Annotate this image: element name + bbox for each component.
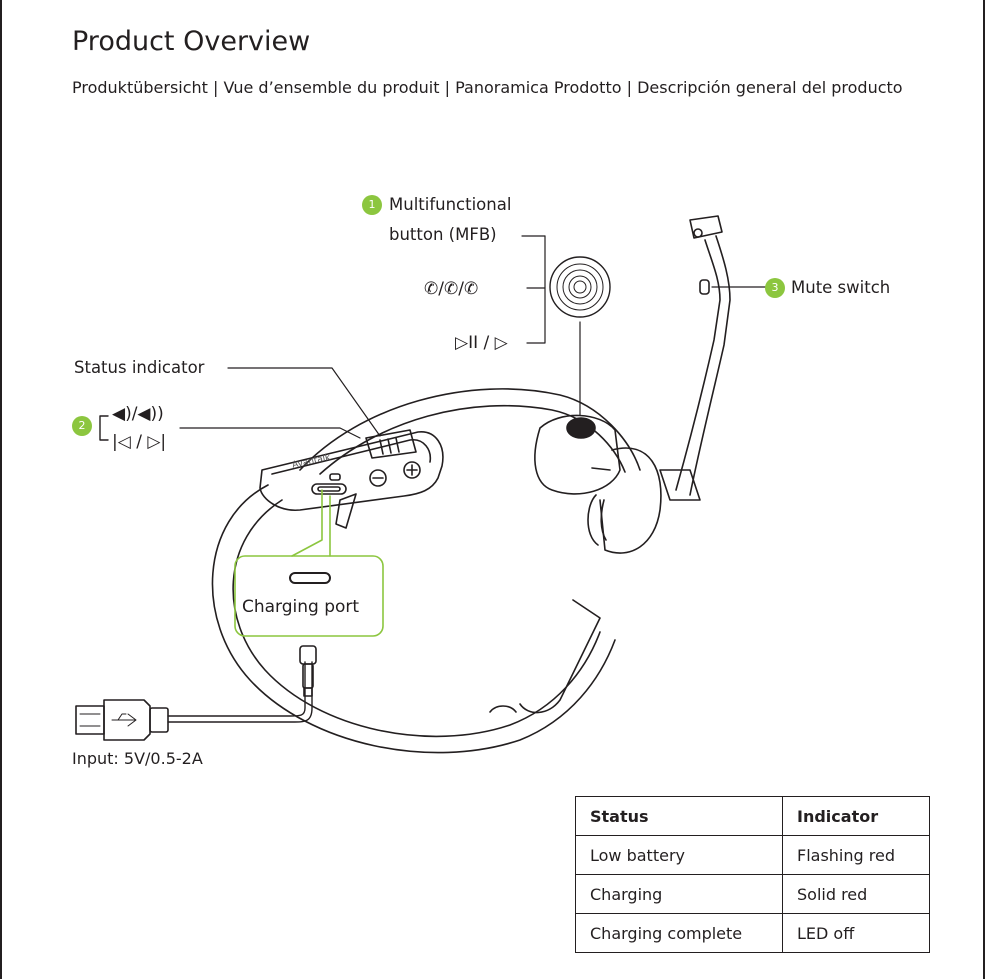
- table-header-row: Status Indicator: [575, 796, 930, 836]
- volume-bracket: [99, 415, 109, 441]
- table-header-status: Status: [575, 796, 783, 836]
- status-leader: [227, 367, 381, 437]
- usb-c-plug: [299, 645, 317, 665]
- ear-cushion: [599, 447, 662, 554]
- callout-number-3: 3: [765, 278, 785, 298]
- neckband-inner: [232, 499, 601, 738]
- mfb-label-line2: button (MFB): [389, 225, 497, 244]
- usb-a-plug: [103, 699, 151, 741]
- table-cell-status: Charging: [575, 874, 783, 914]
- status-indicator-label: Status indicator: [74, 358, 205, 377]
- pod-usb-c-port: [311, 483, 347, 495]
- table-row: Charging Solid red: [575, 874, 930, 914]
- table-cell-indicator: Flashing red: [782, 835, 930, 875]
- table-cell-status: Charging complete: [575, 913, 783, 953]
- table-row: Low battery Flashing red: [575, 835, 930, 875]
- table-cell-indicator: LED off: [782, 913, 930, 953]
- table-row: Charging complete LED off: [575, 913, 930, 953]
- mfb-button-on-housing: [566, 417, 596, 439]
- charging-port-label: Charging port: [242, 597, 360, 617]
- ear-speaker-housing: [534, 414, 621, 495]
- status-indicator-window: [365, 429, 417, 459]
- volume-icons: ◀)/◀)): [112, 404, 164, 424]
- page-title: Product Overview: [72, 26, 311, 57]
- control-pod: [259, 431, 444, 511]
- page-subtitle: Produktübersicht | Vue d’ensemble du pro…: [72, 78, 903, 97]
- usb-cable: [167, 661, 306, 717]
- mfb-button-detail: [549, 256, 611, 318]
- play-pause-icons: ▷II / ▷: [455, 333, 508, 353]
- mute-switch-label: Mute switch: [791, 278, 891, 297]
- mic-boom: [675, 239, 721, 491]
- neckband: [211, 484, 616, 754]
- mute-switch: [699, 279, 710, 295]
- volume-leader: [179, 427, 361, 439]
- track-skip-icons: |◁ / ▷|: [112, 432, 167, 452]
- charging-port-box: [234, 555, 384, 637]
- mfb-leader: [526, 235, 546, 344]
- table-header-indicator: Indicator: [782, 796, 930, 836]
- volume-up-button: [403, 461, 421, 479]
- charging-callout-leader: [291, 489, 331, 557]
- table-cell-status: Low battery: [575, 835, 783, 875]
- mfb-label-line1: Multifunctional: [389, 195, 512, 214]
- call-control-icons: ✆/✆/✆: [424, 279, 479, 299]
- headband-inner: [319, 404, 626, 475]
- callout-number-1: 1: [362, 195, 382, 215]
- callout-number-2: 2: [72, 416, 92, 436]
- control-pod-top: [271, 439, 432, 475]
- status-indicator-table: Status Indicator Low battery Flashing re…: [575, 796, 930, 953]
- table-cell-indicator: Solid red: [782, 874, 930, 914]
- headband: [299, 388, 641, 471]
- input-spec-label: Input: 5V/0.5-2A: [72, 749, 203, 768]
- volume-down-button: [369, 469, 387, 487]
